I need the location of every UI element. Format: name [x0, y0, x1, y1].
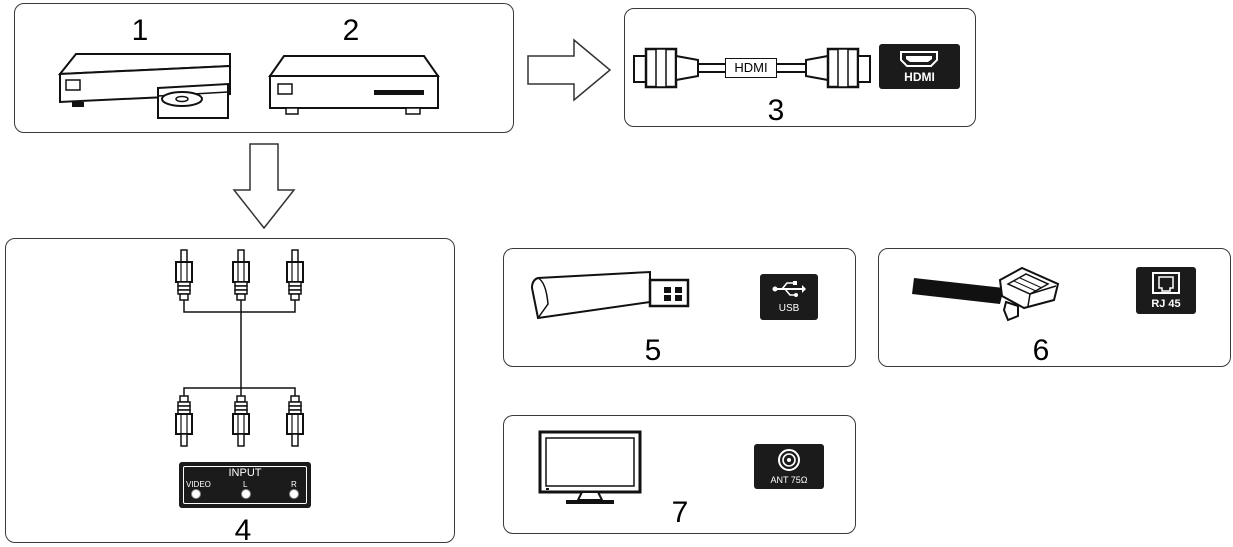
rj45-port-label: RJ 45	[1151, 298, 1181, 310]
label-3: 3	[767, 94, 785, 127]
label-7: 7	[671, 496, 689, 529]
usb-stick-icon	[530, 270, 690, 320]
set-top-box-icon	[268, 55, 440, 115]
label-6: 6	[1032, 334, 1050, 367]
hdmi-port-shape-icon	[900, 51, 938, 67]
label-1: 1	[131, 14, 149, 47]
av-port-r-label: R	[291, 480, 297, 489]
av-input-inner	[183, 466, 307, 504]
label-4: 4	[234, 514, 252, 547]
av-port-video	[191, 489, 201, 499]
coax-port-badge: ANT 75Ω	[754, 444, 824, 489]
usb-symbol-icon	[772, 281, 806, 297]
usb-port-badge: USB	[760, 274, 818, 320]
rca-cable-icon	[175, 249, 304, 447]
av-port-l-label: L	[243, 480, 248, 489]
rj45-port-icon	[1152, 272, 1180, 294]
label-5: 5	[644, 334, 662, 367]
dvd-player-icon	[57, 53, 231, 119]
hdmi-cable-label: HDMI	[725, 58, 777, 78]
av-input-title: INPUT	[228, 467, 262, 479]
tv-icon	[538, 430, 642, 504]
hdmi-port-label: HDMI	[904, 70, 935, 84]
av-port-r	[289, 489, 299, 499]
ethernet-cable-icon	[912, 266, 1060, 322]
av-port-video-label: VIDEO	[186, 480, 211, 489]
av-port-l	[241, 489, 251, 499]
arrow-right-icon	[527, 38, 612, 102]
arrow-down-icon	[232, 143, 296, 230]
hdmi-port-icon: HDMI	[879, 44, 960, 89]
rj45-port-badge: RJ 45	[1136, 267, 1196, 314]
av-input-panel: INPUT VIDEO L R	[179, 462, 311, 508]
coax-port-label: ANT 75Ω	[770, 475, 808, 485]
usb-port-label: USB	[778, 303, 800, 314]
coax-port-icon	[778, 449, 800, 471]
label-2: 2	[342, 14, 360, 47]
